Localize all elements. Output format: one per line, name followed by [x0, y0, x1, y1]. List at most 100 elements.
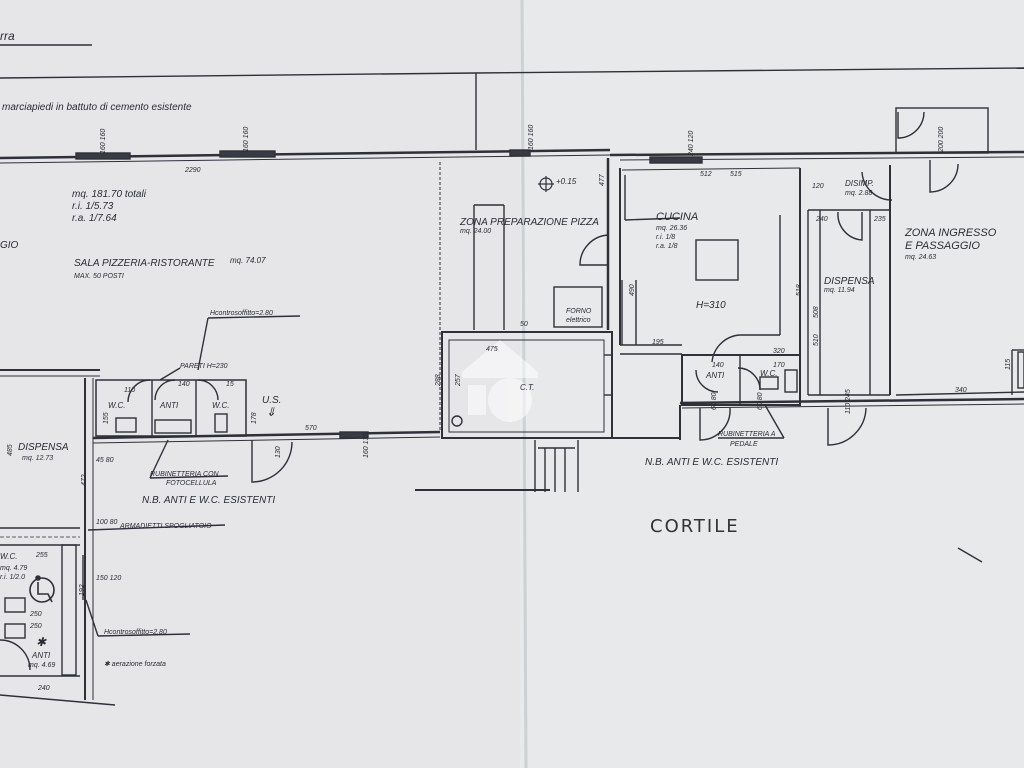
wc-bottom-area: mq. 4.79 — [0, 565, 27, 572]
kitchen-ra: r.a. 1/8 — [656, 243, 678, 250]
dim-518: 518 — [796, 284, 803, 296]
dim-50: 50 — [520, 321, 528, 328]
rubinetteria-fotocellula-2: FOTOCELLULA — [166, 480, 217, 487]
dim-178: 178 — [251, 412, 258, 424]
dim-490: 490 — [629, 284, 636, 296]
dim-140b: 140 — [178, 381, 190, 388]
sala-area-total: mq. 181.70 totali — [72, 189, 147, 200]
hcontrosoffitto-top: Hcontrosoffitto=2.80 — [210, 310, 273, 317]
anti-bottom-area: mq. 4.69 — [28, 662, 55, 669]
dim-320: 320 — [773, 348, 785, 355]
us-arrow-icon: ⇓ — [266, 405, 276, 419]
dim-240b: 240 — [815, 216, 828, 223]
dim-288: 288 — [435, 374, 442, 387]
ingresso-name-1: ZONA INGRESSO — [904, 227, 997, 239]
kitchen-height: H=310 — [696, 300, 726, 311]
dim-170: 170 — [773, 362, 785, 369]
dim-150: 150 120 — [96, 575, 121, 582]
dim-515: 515 — [730, 171, 742, 178]
accessibility-icon — [29, 575, 55, 603]
kitchen-area: mq. 26.36 — [656, 225, 687, 232]
note-right: N.B. ANTI E W.C. ESISTENTI — [645, 457, 778, 468]
dim-155: 155 — [103, 412, 110, 424]
armadietti-label: ARMADIETTI SPOGLIATOIO — [119, 523, 212, 530]
sala-left-cut: GIO — [0, 240, 19, 251]
dim-160-d: 160 130 — [363, 433, 370, 458]
dim-472: 472 — [81, 474, 88, 486]
sala-capacity: MAX. 50 POSTI — [74, 273, 124, 280]
dim-15: 15 — [226, 381, 234, 388]
dim-140: 140 — [712, 362, 724, 369]
dim-250-a: 250 — [29, 611, 42, 618]
dim-120: 120 — [812, 183, 824, 190]
note-left: N.B. ANTI E W.C. ESISTENTI — [142, 495, 275, 506]
dispensa-right-area: mq. 11.94 — [824, 287, 855, 294]
dim-475: 475 — [486, 346, 498, 353]
oven-line2: elettrico — [566, 317, 591, 324]
rubinetteria-pedale-2: PEDALE — [730, 441, 758, 448]
sala-area: mq. 74.07 — [230, 256, 266, 265]
dim-235: 235 — [873, 216, 886, 223]
wc-bottom-name: W.C. — [0, 552, 17, 561]
disimp-area: mq. 2.88 — [845, 190, 872, 197]
ingresso-area: mq. 24.63 — [905, 254, 936, 261]
dim-160-c: 160 160 — [528, 125, 535, 150]
dim-160-b: 160 160 — [243, 127, 250, 152]
dim-240c: 240 — [37, 685, 50, 692]
dispensa-left-name: DISPENSA — [18, 442, 69, 453]
dim-45: 45 80 — [96, 457, 114, 464]
dim-477: 477 — [599, 173, 606, 186]
rubinetteria-fotocellula-1: RUBINETTERIA CON — [150, 471, 220, 478]
dim-60-a: 60 80 — [711, 392, 718, 410]
pizza-zone-name: ZONA PREPARAZIONE PIZZA — [459, 217, 599, 228]
dim-200: 200 200 — [938, 127, 945, 153]
top-left-word: rra — [0, 29, 15, 43]
dim-100: 100 80 — [96, 519, 118, 526]
bath-right-wc: W.C. — [760, 369, 777, 378]
pizza-zone-level: +0.15 — [556, 177, 577, 186]
dim-340: 340 — [955, 387, 967, 394]
pizza-zone-area: mq. 24.00 — [460, 228, 491, 235]
dim-570: 570 — [305, 425, 317, 432]
aerazione-label: ✱ aerazione forzata — [104, 660, 166, 668]
oven-line1: FORNO — [566, 308, 592, 315]
bath-left-wc2: W.C. — [212, 401, 229, 410]
cortile-label: CORTILE — [650, 516, 740, 537]
level-marker-icon — [538, 176, 554, 192]
walls — [0, 44, 1024, 706]
dim-508: 508 — [813, 306, 820, 318]
dim-240: 240 120 — [688, 131, 695, 157]
wc-bottom-ri: r.i. 1/2.0 — [0, 574, 25, 581]
disimp-name: DISIMP. — [845, 179, 874, 188]
bath-left-anti: ANTI — [159, 401, 179, 410]
dim-160-a: 160 160 — [100, 129, 107, 154]
ingresso-name-2: E PASSAGGIO — [905, 240, 980, 252]
hcontrosoffitto-bottom: Hcontrosoffitto=2.80 — [104, 629, 167, 636]
anti-bottom-name: ANTI — [31, 651, 51, 660]
sala-name: SALA PIZZERIA-RISTORANTE — [74, 258, 215, 269]
dispensa-right-name: DISPENSA — [824, 276, 875, 287]
dim-2290: 2290 — [184, 167, 201, 174]
dim-485: 485 — [7, 444, 14, 456]
dim-257: 257 — [455, 373, 462, 387]
sala-ra: r.a. 1/7.64 — [72, 213, 117, 224]
dim-250-b: 250 — [29, 623, 42, 630]
dim-255: 255 — [35, 552, 48, 559]
dim-115: 115 — [1005, 359, 1012, 370]
bath-right-anti: ANTI — [705, 371, 725, 380]
kitchen-ri: r.i. 1/8 — [656, 234, 675, 241]
dim-110-right: 110 245 — [845, 389, 852, 414]
us-label: U.S. — [262, 395, 281, 406]
rubinetteria-pedale-1: RUBINETTERIA A — [718, 431, 776, 438]
asterisk-icon: ✱ — [36, 635, 47, 649]
paper-left-half — [0, 0, 520, 768]
dim-130: 130 — [275, 446, 282, 458]
ct-name: C.T. — [520, 383, 534, 392]
dim-512: 512 — [700, 171, 712, 178]
watermark-logo — [462, 340, 538, 422]
bath-left-wc1: W.C. — [108, 401, 125, 410]
sala-ri: r.i. 1/5.73 — [72, 201, 114, 212]
dispensa-left-area: mq. 12.73 — [22, 455, 53, 462]
dim-60-b: 60 80 — [757, 392, 764, 410]
